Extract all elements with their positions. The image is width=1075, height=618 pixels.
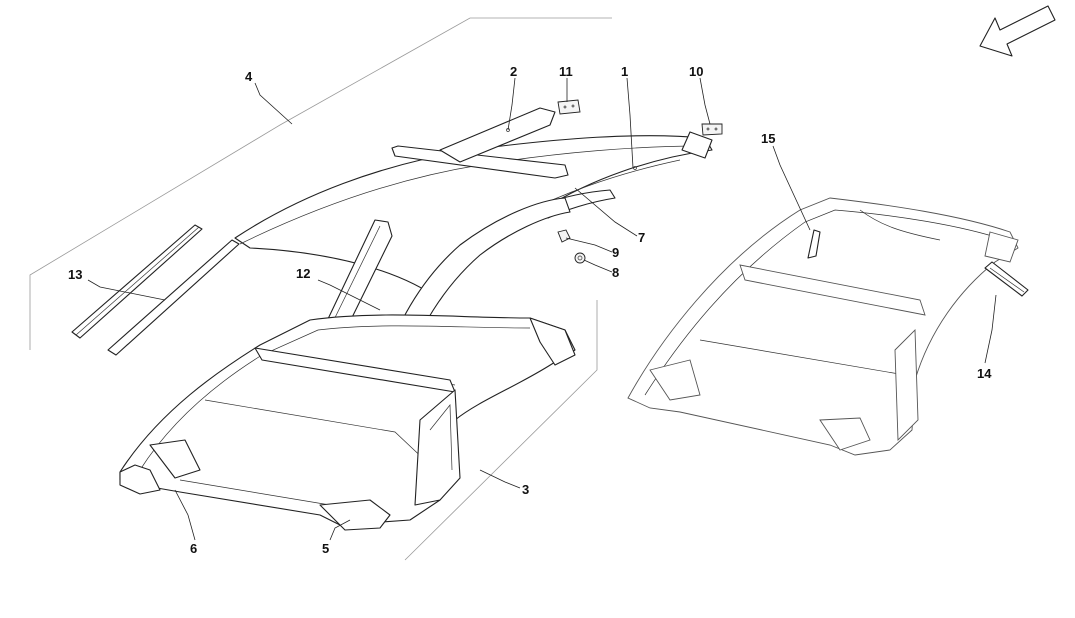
callout-10: 10 — [689, 64, 703, 79]
roof-frame — [119, 314, 576, 531]
bracket-part-15 — [807, 229, 821, 259]
callout-6: 6 — [190, 541, 197, 556]
callout-12: 12 — [296, 266, 310, 281]
arrow-direction-icon — [979, 5, 1056, 57]
callout-3: 3 — [522, 482, 529, 497]
plate-part-11 — [557, 99, 581, 115]
callout-15: 15 — [761, 131, 775, 146]
plate-part-10 — [701, 123, 723, 136]
callout-7: 7 — [638, 230, 645, 245]
callout-13: 13 — [68, 267, 82, 282]
callout-8: 8 — [612, 265, 619, 280]
callout-11: 11 — [559, 64, 573, 79]
callout-4: 4 — [245, 69, 253, 84]
group-outline-4 — [29, 17, 612, 350]
callout-9: 9 — [612, 245, 619, 260]
callout-5: 5 — [322, 541, 329, 556]
callout-1: 1 — [621, 64, 628, 79]
ghost-frame-assembly — [627, 197, 1019, 456]
callout-2: 2 — [510, 64, 517, 79]
leader-lines — [87, 77, 997, 541]
nut-part-8 — [574, 252, 586, 264]
clip-part-9 — [557, 229, 571, 243]
seal-part-14 — [984, 261, 1029, 297]
callout-14: 14 — [977, 366, 992, 381]
group-outline-3 — [404, 300, 598, 561]
seal-strip-left — [71, 224, 240, 356]
